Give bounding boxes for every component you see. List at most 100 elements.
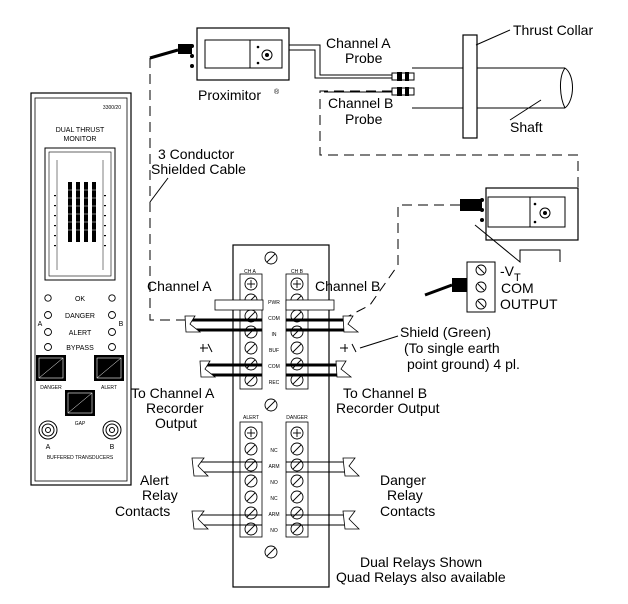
alert-relay-label-3: Contacts [115,503,170,519]
alert-button-label: ALERT [101,385,117,391]
recorder-a-label-1: To Channel A [131,385,215,401]
relay-row-no1: NO [270,480,278,486]
block-mount-screw-bottom-slot [266,547,276,557]
alert-led-b [108,328,116,336]
ok-led-b [108,294,116,302]
alert-label: ALERT [69,330,92,337]
shield-label-2: (To single earth [404,340,500,356]
terminal-screw-relay-0-2-slot [246,476,256,486]
terminal-screw-ch-1-3-slot [292,343,302,353]
danger-led-b [108,311,116,319]
terminal-wiring [184,299,399,530]
channel-a-label: Channel A [147,278,212,294]
terminal-screw-relay-0-5-slot [246,524,256,534]
connector-b-label: B [110,444,115,451]
relay-row-no2: NO [270,528,278,534]
danger-label: DANGER [65,313,95,320]
ch-a-header: CH A [244,269,256,275]
danger-relay-label-2: Relay [387,487,423,503]
com-label: COM [501,280,534,296]
monitor-model: 3300/20 [103,105,121,111]
dual-thrust-monitor-panel: 3300/20 DUAL THRUST MONITOR [30,92,132,486]
channel-a-probe [391,72,415,81]
shaft-assembly [412,29,573,139]
danger-led-a [44,311,52,319]
led-indicators [44,294,116,351]
side-b-label: B [119,321,124,328]
vt-label: -VT [500,263,521,284]
recorder-a-label-2: Recorder [146,400,204,416]
thrust-collar-label: Thrust Collar [513,22,593,38]
danger-button[interactable] [36,355,66,381]
ok-led-a [44,294,52,302]
terminal-screw-relay-1-5-slot [292,524,302,534]
danger-relay-label-1: Danger [380,472,426,488]
recorder-b-label-2: Recorder Output [336,400,440,416]
channel-a-probe-label-1: Channel A [326,35,391,51]
shield-label-3: point ground) 4 pl. [407,356,520,372]
shield-label-1: Shield (Green) [400,324,491,340]
relay-row-nc2: NC [270,496,278,502]
channel-a-probe-label-2: Probe [345,50,383,66]
terminal-screw-relay-1-4-slot [292,508,302,518]
proximitor-b [460,187,579,241]
bnc-connector-b[interactable] [102,420,122,440]
relay-row-arm2: ARM [268,512,279,518]
channel-b-label: Channel B [315,278,380,294]
danger-relay-header: DANGER [286,415,308,421]
alert-relay-label-1: Alert [140,472,169,488]
alert-led-a [44,328,52,336]
block-mount-screw-mid-slot [266,400,276,410]
row-label-buf: BUF [269,348,279,354]
row-label-com2: COM [268,364,280,370]
row-label-pwr: PWR [268,300,280,306]
proximitor-trademark: ® [274,88,280,96]
terminal-screw-relay-0-3-slot [246,492,256,502]
danger-button-label: DANGER [40,385,62,391]
alert-relay-header: ALERT [243,415,259,421]
ch-b-header: CH B [291,269,304,275]
alert-button[interactable] [94,355,124,381]
cable-label-1: 3 Conductor [158,146,235,162]
gap-button[interactable] [65,390,95,416]
recorder-a-label-3: Output [155,415,197,431]
bargraph-display [44,147,116,281]
cable-label-2: Shielded Cable [151,161,246,177]
bnc-connector-a[interactable] [38,420,58,440]
bypass-led-a [44,343,52,351]
channel-b-probe [391,87,415,96]
cable-runs [149,58,561,321]
terminal-screw-ch-0-3-slot [246,343,256,353]
relay-row-arm1: ARM [268,464,279,470]
relays-note-2: Quad Relays also available [336,569,506,585]
terminal-screw-relay-0-0-slot [246,444,256,454]
terminal-screw-relay-1-0-slot [292,444,302,454]
monitor-footer: BUFFERED TRANSDUCERS [47,455,114,461]
terminal-screw-relay-1-2-slot [292,476,302,486]
bypass-led-b [108,343,116,351]
recorder-b-label-1: To Channel B [343,385,427,401]
output-label: OUTPUT [500,296,558,312]
bargraph-bars [66,182,98,242]
relay-row-nc1: NC [270,448,278,454]
alert-relay-label-2: Relay [142,487,178,503]
probe-wiring [289,44,579,188]
terminal-screw-ch-0-5-slot [246,375,256,385]
ok-label: OK [75,296,85,303]
terminal-screw-relay-1-3-slot [292,492,302,502]
gap-label: GAP [75,421,86,427]
monitor-title-line2: MONITOR [64,136,97,143]
terminal-screw-relay-0-4-slot [246,508,256,518]
terminal-screw-ch-1-5-slot [292,375,302,385]
thrust-collar [462,34,478,139]
side-a-label: A [38,321,43,328]
proximitor-output-terminal [424,261,496,313]
monitor-title-line1: DUAL THRUST [56,127,105,134]
row-label-rec: REC [269,380,280,386]
block-mount-screw-top-slot [266,253,276,263]
proximitor-label: Proximitor [198,87,261,103]
row-label-com: COM [268,316,280,322]
relays-note-1: Dual Relays Shown [360,554,482,570]
danger-relay-label-3: Contacts [380,503,435,519]
